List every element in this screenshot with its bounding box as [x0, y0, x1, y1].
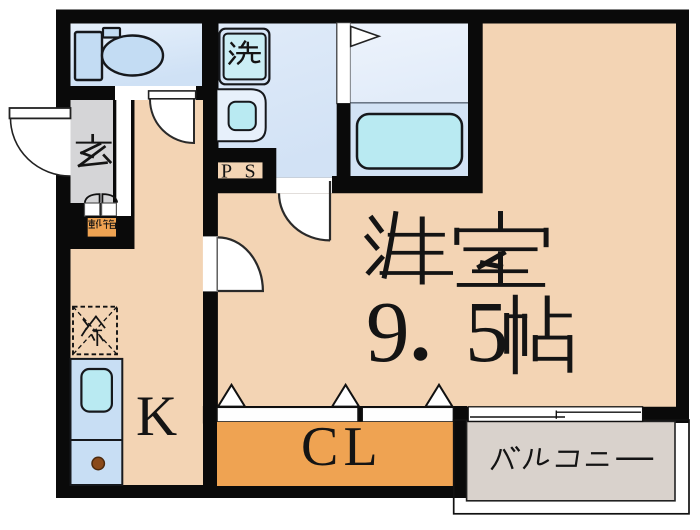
svg-text:5: 5	[465, 283, 509, 380]
svg-text:K: K	[136, 385, 177, 448]
svg-text:P: P	[221, 161, 232, 183]
svg-text:L: L	[344, 416, 378, 478]
svg-text:S: S	[245, 161, 256, 183]
svg-text:9: 9	[366, 283, 410, 380]
svg-text:C: C	[301, 416, 338, 478]
